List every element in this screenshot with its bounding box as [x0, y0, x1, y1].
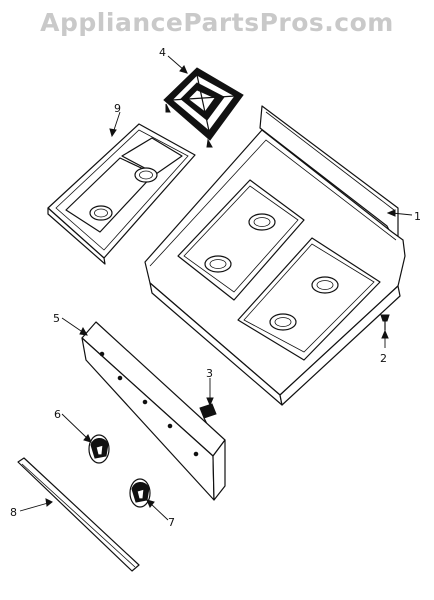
- part-6-knob: [88, 434, 110, 464]
- part-7-knob: [129, 478, 151, 508]
- part-2-screw: [380, 314, 390, 331]
- callout-2: 2: [380, 352, 387, 365]
- callout-4: 4: [159, 46, 166, 59]
- leader-lines: [19, 55, 413, 521]
- callout-7: 7: [168, 516, 175, 529]
- callout-3: 3: [206, 367, 213, 380]
- part-1-cooktop: [144, 105, 406, 406]
- part-4-grate: [163, 67, 244, 148]
- callout-6: 6: [54, 408, 61, 421]
- callout-labels: 1 2 3 4 5 6 7 8 9: [10, 46, 421, 529]
- part-9-burner-pan: [47, 123, 196, 265]
- callout-9: 9: [114, 102, 121, 115]
- callout-8: 8: [10, 506, 17, 519]
- site-watermark: AppliancePartsPros.com: [40, 8, 394, 37]
- callout-1: 1: [414, 210, 421, 223]
- part-8-trim-strip: [17, 457, 140, 572]
- callout-5: 5: [53, 312, 60, 325]
- part-5-control-panel: [81, 321, 226, 501]
